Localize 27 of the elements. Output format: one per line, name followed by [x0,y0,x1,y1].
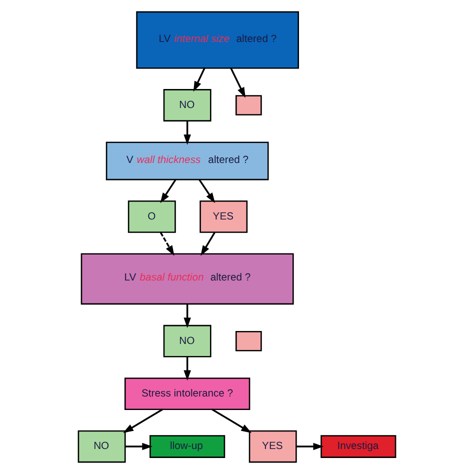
node-box: LV basal function altered ? [80,253,294,305]
arrow [160,232,174,256]
node-box: Stress intolerance ? [124,378,250,410]
arrow [184,120,191,145]
node-box: Investiga [320,435,396,458]
arrow [125,442,153,450]
node-box: O [128,200,176,233]
arrow [123,408,164,433]
arrow [193,68,206,92]
node-box: NO [163,89,212,122]
node-box [235,95,262,116]
node-box [235,330,262,352]
arrow [296,442,324,450]
arrow [198,179,216,204]
node-box: YES [200,200,248,233]
node-box: YES [248,430,297,463]
node-box: NO [78,430,126,463]
node-box: NO [163,324,212,358]
arrow [184,304,191,328]
arrow [160,179,176,204]
arrow [212,408,252,433]
arrow [200,232,216,256]
node-box: LV internal size altered ? [136,11,299,69]
arrow [184,356,191,381]
arrow [230,68,246,98]
node-box: llow-up [150,435,226,458]
node-box: V wall thickness altered ? [106,142,269,180]
